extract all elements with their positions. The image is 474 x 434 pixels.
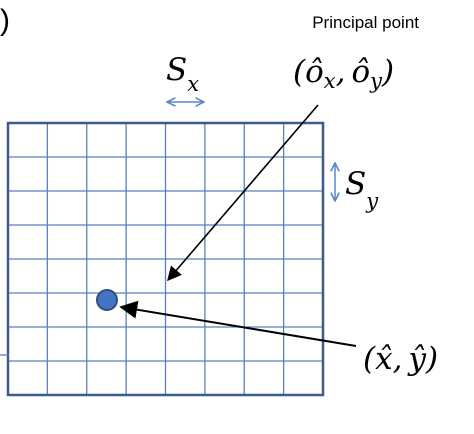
ox-subscript: x: [324, 69, 336, 93]
paren-open: (: [363, 341, 376, 377]
oy-subscript: y: [369, 69, 383, 93]
pixel-point-formula: (x̂,ŷ): [363, 341, 438, 377]
sensor-border: [6, 121, 325, 397]
sx-subscript: x: [187, 72, 199, 96]
pixel-point-dot: [96, 289, 118, 311]
comma: ,: [393, 341, 403, 377]
comma: ,: [336, 54, 346, 90]
oy-symbol: ô: [351, 54, 370, 90]
paren-close: ): [381, 54, 394, 90]
principal-point-label: Principal point: [312, 13, 419, 32]
sx-symbol: S: [166, 52, 187, 88]
x-hat-symbol: x̂: [375, 341, 393, 377]
pixel-grid: [6, 121, 325, 397]
ox-symbol: ô: [305, 54, 324, 90]
grid-lines: [8, 123, 323, 395]
pixel-point-arrow: [119, 300, 357, 347]
y-hat-symbol: ŷ: [406, 341, 426, 377]
paren-open: (: [293, 54, 306, 90]
panel-label: ): [0, 4, 10, 37]
principal-point-formula: (ôx,ôy): [293, 54, 394, 93]
sx-label: Sx: [166, 52, 199, 96]
paren-close: ): [425, 341, 438, 377]
sy-subscript: y: [365, 189, 379, 213]
sy-label: Sy: [345, 166, 379, 213]
principal-point-arrow: [167, 104, 319, 282]
sy-symbol: S: [345, 166, 366, 202]
